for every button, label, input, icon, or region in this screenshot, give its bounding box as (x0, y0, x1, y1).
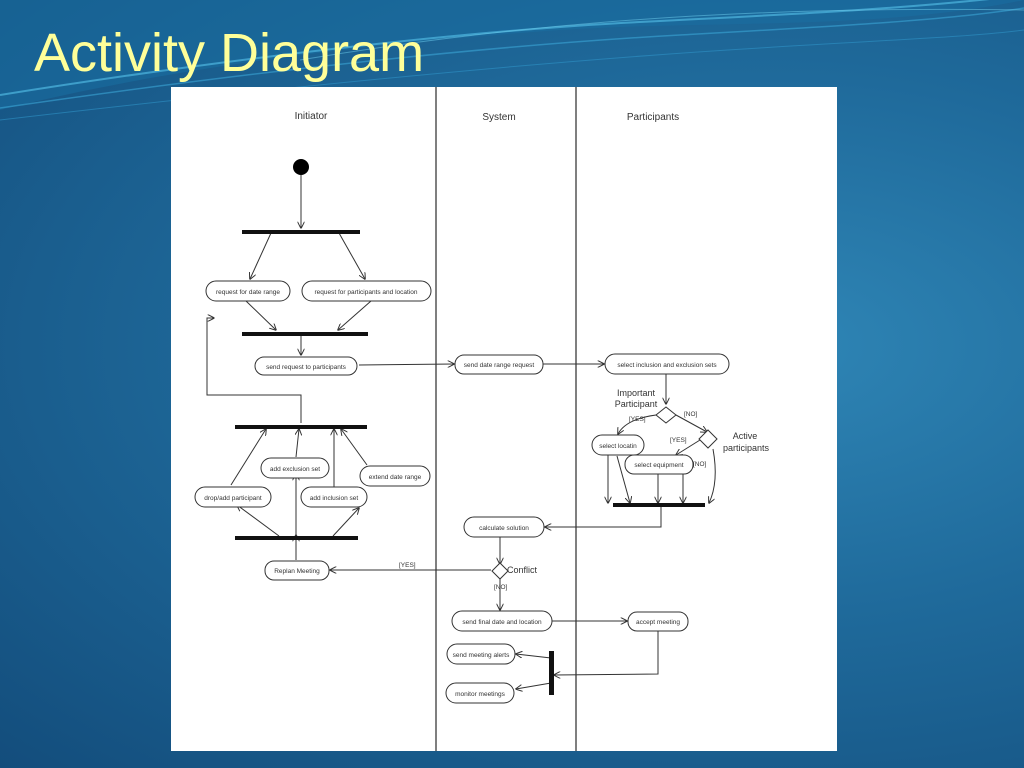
svg-text:select equipment: select equipment (634, 462, 683, 469)
fork-bar (242, 230, 360, 234)
edge (245, 300, 276, 330)
action-send-date-range-request: send date range request (454, 354, 544, 375)
svg-text:calculate solution: calculate solution (479, 525, 529, 532)
svg-text:accept meeting: accept meeting (636, 619, 680, 626)
join-bar (235, 425, 367, 429)
guard-label: [YES] (670, 437, 687, 444)
activity-diagram: Initiator System Participants (194, 87, 770, 751)
decision-active-participants (698, 429, 718, 449)
decision-important-participant (655, 406, 677, 424)
action-send-request-participants: send request to participants (254, 356, 358, 376)
action-send-final: send final date and location (451, 610, 553, 632)
edge (338, 232, 365, 279)
edge (237, 505, 280, 537)
fork-bar (235, 536, 358, 540)
decision-label: Conflict (507, 565, 538, 575)
action-add-inclusion-set: add inclusion set (300, 486, 368, 508)
svg-text:send final date and location: send final date and location (462, 619, 542, 626)
edge (332, 508, 359, 537)
svg-text:add inclusion set: add inclusion set (310, 495, 359, 502)
initial-node (293, 159, 309, 175)
join-bar (613, 503, 705, 507)
action-monitor-meetings: monitor meetings (445, 682, 515, 704)
svg-text:send date range request: send date range request (464, 362, 535, 369)
action-select-equipment: select equipment (624, 454, 694, 475)
decision-label: Important (617, 388, 656, 398)
svg-text:add exclusion set: add exclusion set (270, 466, 320, 473)
action-select-sets: select inclusion and exclusion sets (604, 353, 730, 375)
edge (250, 232, 272, 279)
edge (516, 654, 552, 659)
svg-text:monitor meetings: monitor meetings (455, 691, 506, 698)
decision-conflict (491, 562, 509, 580)
activity-diagram-panel: Initiator System Participants (171, 87, 837, 751)
action-drop-add-participant: drop/add participant (194, 486, 272, 508)
edge (206, 318, 302, 423)
lane-header-participants: Participants (627, 112, 679, 123)
lane-header-system: System (482, 112, 515, 123)
svg-text:request for participants and l: request for participants and location (315, 289, 418, 296)
edge (296, 429, 299, 458)
fork-bar (549, 651, 554, 695)
decision-label: Active (733, 431, 758, 441)
action-request-date-range: request for date range (205, 280, 291, 302)
svg-text:send request to participants: send request to participants (266, 364, 347, 371)
edge (709, 448, 716, 503)
slide-title: Activity Diagram (34, 23, 425, 83)
action-accept-meeting: accept meeting (627, 611, 689, 632)
action-send-alerts: send meeting alerts (446, 643, 516, 665)
join-bar (242, 332, 368, 336)
edge (545, 506, 662, 527)
lane-header-initiator: Initiator (295, 111, 328, 122)
edge (516, 682, 552, 689)
action-extend-date-range: extend date range (359, 465, 431, 487)
guard-label: [NO] (693, 461, 707, 468)
edge (675, 414, 707, 432)
action-replan-meeting: Replan Meeting (264, 560, 330, 581)
decision-label: Participant (615, 399, 658, 409)
guard-label: [NO] (684, 411, 698, 418)
edge (230, 429, 266, 486)
svg-text:select locatin: select locatin (599, 443, 637, 450)
action-select-location: select locatin (591, 434, 645, 456)
edge (616, 455, 630, 503)
edge (338, 300, 372, 330)
guard-label: [NO] (494, 584, 508, 591)
edge (341, 429, 368, 466)
svg-text:request for date range: request for date range (216, 289, 280, 296)
guard-label: [YES] (399, 562, 416, 569)
svg-text:select inclusion and exclusion: select inclusion and exclusion sets (617, 362, 717, 369)
title-wave-decoration (0, 0, 1024, 121)
action-calculate-solution: calculate solution (463, 516, 545, 538)
svg-text:Replan Meeting: Replan Meeting (274, 568, 320, 575)
svg-text:drop/add participant: drop/add participant (204, 495, 262, 502)
edge (554, 631, 659, 675)
edge (358, 364, 454, 365)
edge (618, 414, 657, 434)
action-request-participants-location: request for participants and location (301, 280, 432, 302)
svg-text:send meeting alerts: send meeting alerts (453, 652, 510, 659)
decision-label: participants (723, 443, 770, 453)
action-add-exclusion-set: add exclusion set (260, 457, 330, 479)
svg-text:extend date range: extend date range (369, 474, 422, 481)
edge (676, 439, 701, 455)
guard-label: [YES] (629, 416, 646, 423)
